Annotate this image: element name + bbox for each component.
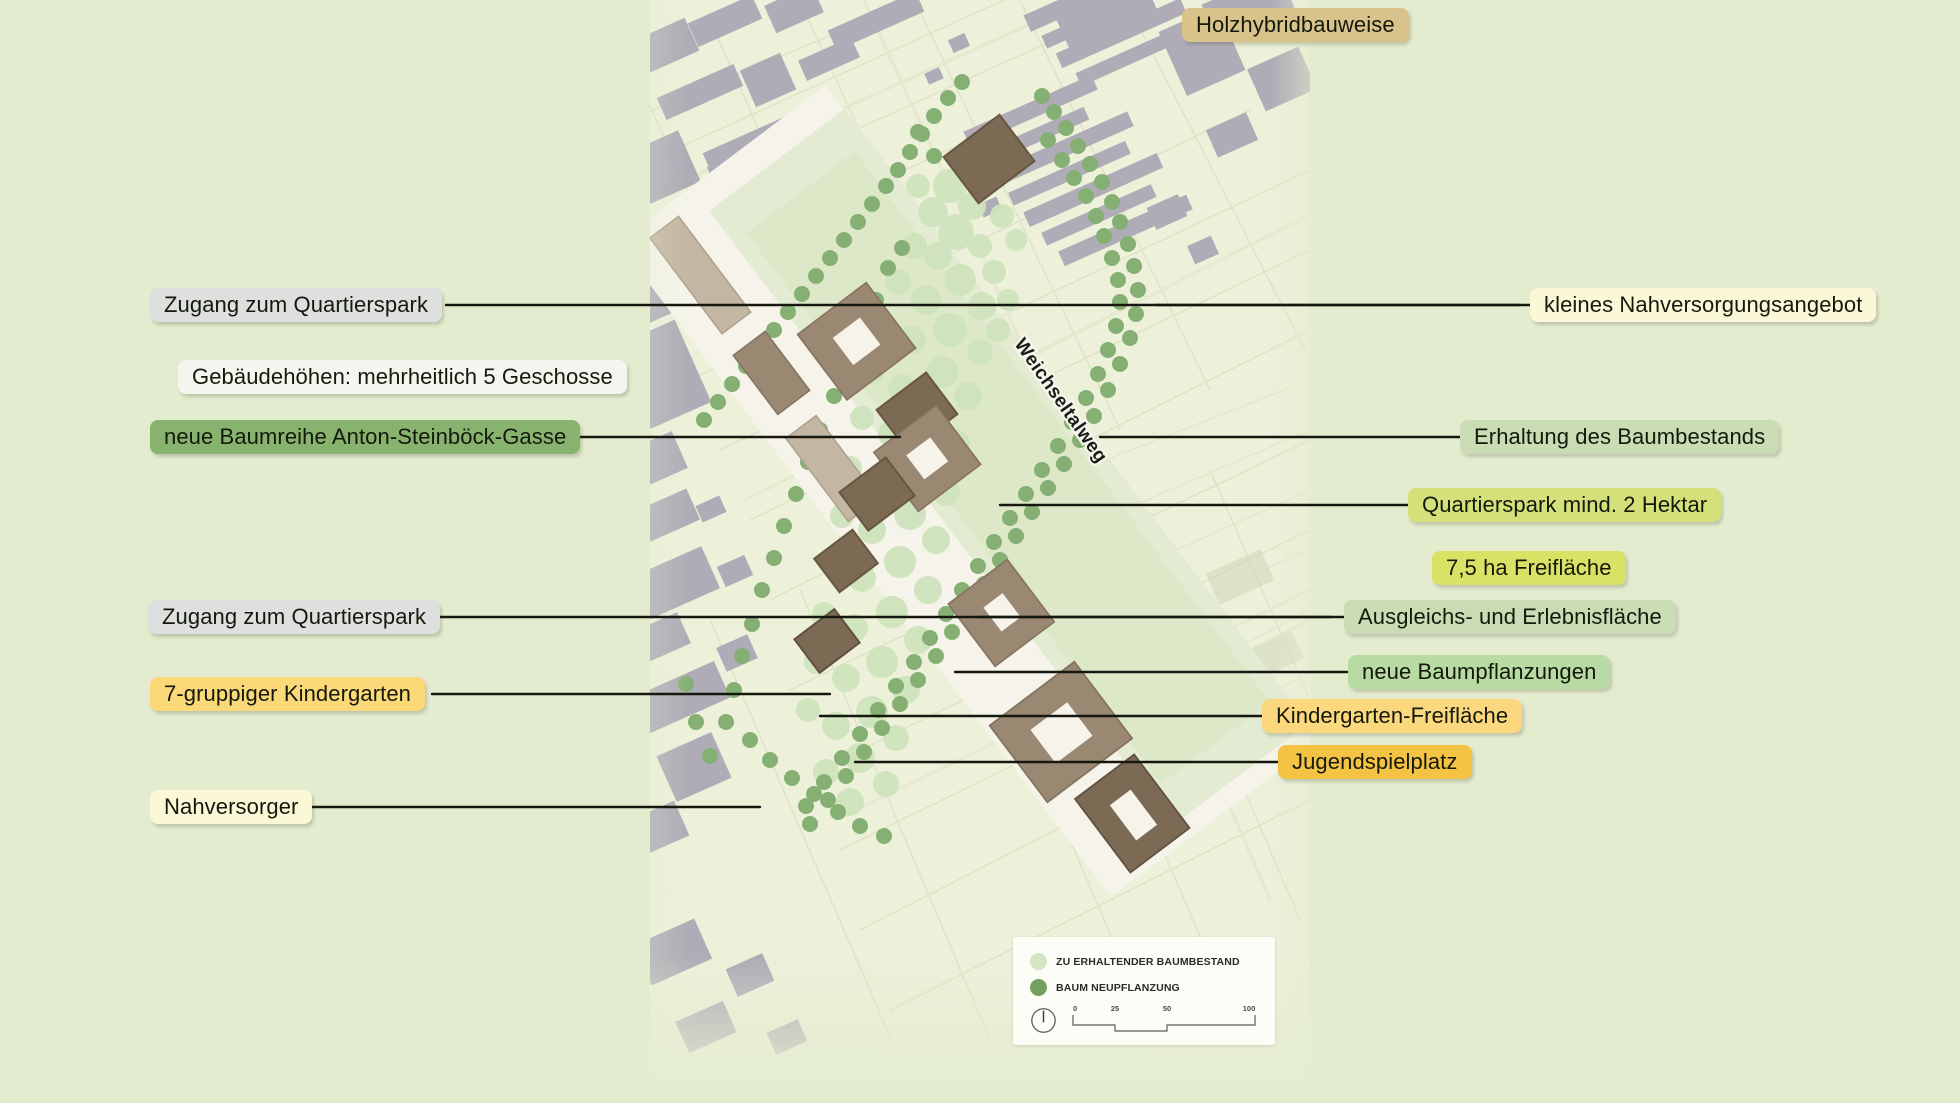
label-text: neue Baumpflanzungen	[1362, 659, 1597, 684]
label-text: Kindergarten-Freifläche	[1276, 703, 1509, 728]
label-zugang-quartierspark-1[interactable]: Zugang zum Quartierspark	[150, 288, 443, 322]
label-erhaltung-baumbestand[interactable]: Erhaltung des Baumbestands	[1460, 420, 1780, 454]
label-text: Ausgleichs- und Erlebnisfläche	[1358, 604, 1662, 629]
svg-text:25: 25	[1111, 1004, 1119, 1013]
label-kindergarten-freiflaeche[interactable]: Kindergarten-Freifläche	[1262, 699, 1523, 733]
label-text: neue Baumreihe Anton-Steinböck-Gasse	[164, 424, 567, 449]
label-text: 7-gruppiger Kindergarten	[164, 681, 411, 706]
map-legend: ZU ERHALTENDER BAUMBESTAND BAUM NEUPFLAN…	[1013, 937, 1275, 1045]
label-text: Gebäudehöhen: mehrheitlich 5 Geschosse	[192, 364, 613, 389]
svg-text:50: 50	[1163, 1004, 1171, 1013]
label-quartierspark-2ha[interactable]: Quartierspark mind. 2 Hektar	[1408, 488, 1722, 522]
legend-label-existing-tree: ZU ERHALTENDER BAUMBESTAND	[1056, 955, 1240, 968]
label-text: Nahversorger	[164, 794, 299, 819]
label-holzhybridbauweise[interactable]: Holzhybridbauweise	[1182, 8, 1409, 42]
label-zugang-quartierspark-2[interactable]: Zugang zum Quartierspark	[148, 600, 441, 634]
legend-label-new-tree: BAUM NEUPFLANZUNG	[1056, 981, 1180, 994]
map-drawing: Weichseltalweg	[650, 0, 1310, 1085]
svg-text:0: 0	[1073, 1004, 1077, 1013]
label-text: 7,5 ha Freifläche	[1446, 555, 1612, 580]
label-ausgleichs-erlebnisflaeche[interactable]: Ausgleichs- und Erlebnisfläche	[1344, 600, 1676, 634]
label-text: Zugang zum Quartierspark	[164, 292, 429, 317]
label-text: Jugendspielplatz	[1292, 749, 1458, 774]
label-text: Quartierspark mind. 2 Hektar	[1422, 492, 1708, 517]
legend-item-existing-trees: ZU ERHALTENDER BAUMBESTAND	[1030, 953, 1240, 970]
label-text: Erhaltung des Baumbestands	[1474, 424, 1766, 449]
legend-swatch-new-tree	[1030, 979, 1047, 996]
label-neue-baumreihe[interactable]: neue Baumreihe Anton-Steinböck-Gasse	[150, 420, 581, 454]
label-neue-baumpflanzungen[interactable]: neue Baumpflanzungen	[1348, 655, 1611, 689]
label-freiflaeche-75ha[interactable]: 7,5 ha Freifläche	[1432, 551, 1626, 585]
label-text: kleines Nahversorgungsangebot	[1544, 292, 1863, 317]
svg-text:100: 100	[1243, 1004, 1256, 1013]
legend-swatch-existing-tree	[1030, 953, 1047, 970]
label-jugendspielplatz[interactable]: Jugendspielplatz	[1278, 745, 1472, 779]
site-plan-map: Weichseltalweg	[650, 0, 1310, 1085]
label-text: Holzhybridbauweise	[1196, 12, 1395, 37]
label-kindergarten-7gruppig[interactable]: 7-gruppiger Kindergarten	[150, 677, 425, 711]
legend-item-new-trees: BAUM NEUPFLANZUNG	[1030, 979, 1180, 996]
north-arrow-icon	[1031, 1008, 1056, 1033]
label-nahversorger[interactable]: Nahversorger	[150, 790, 313, 824]
label-kleines-nahversorgungsangebot[interactable]: kleines Nahversorgungsangebot	[1530, 288, 1877, 322]
label-text: Zugang zum Quartierspark	[162, 604, 427, 629]
scale-bar: 0 25 50 100	[1072, 1004, 1256, 1032]
label-gebaeudehoehen[interactable]: Gebäudehöhen: mehrheitlich 5 Geschosse	[178, 360, 627, 394]
